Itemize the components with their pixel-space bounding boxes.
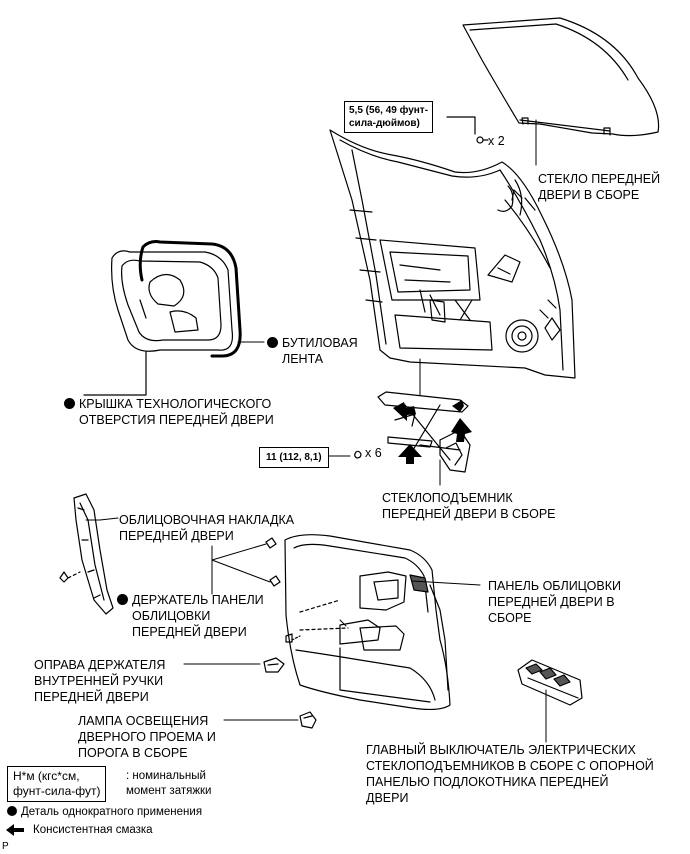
label-courtesy-lamp: ЛАМПА ОСВЕЩЕНИЯ ДВЕРНОГО ПРОЕМА И ПОРОГА… bbox=[78, 714, 216, 760]
single-use-dot-icon bbox=[7, 806, 17, 816]
label-door-glass: СТЕКЛО ПЕРЕДНЕЙ ДВЕРИ В СБОРЕ bbox=[538, 172, 661, 202]
legend-torque-desc: : номинальный момент затяжки bbox=[126, 770, 212, 797]
label-hole-cover: КРЫШКА ТЕХНОЛОГИЧЕСКОГО ОТВЕРСТИЯ ПЕРЕДН… bbox=[64, 396, 274, 428]
torque-box-glass: 5,5 (56, 49 фунт- сила-дюймов) bbox=[344, 101, 434, 133]
glass-bolt-drawing bbox=[446, 116, 489, 144]
hole-cover-drawing bbox=[83, 250, 234, 396]
master-switch-drawing bbox=[517, 659, 583, 743]
door-trim-panel-drawing bbox=[284, 534, 481, 711]
door-glass-drawing bbox=[462, 17, 660, 137]
regulator-bolt-qty: x 6 bbox=[365, 446, 382, 460]
legend-grease: Консистентная смазка bbox=[33, 824, 153, 836]
single-use-dot-icon bbox=[267, 337, 278, 348]
label-butyl-tape: БУТИЛОВАЯ ЛЕНТА bbox=[267, 335, 358, 367]
glass-bolt-qty: x 2 bbox=[488, 134, 505, 148]
label-window-regulator: СТЕКЛОПОДЪЕМНИК ПЕРЕДНЕЙ ДВЕРИ В СБОРЕ bbox=[382, 491, 556, 521]
single-use-dot-icon bbox=[64, 398, 75, 409]
window-regulator-drawing bbox=[322, 391, 471, 473]
grease-arrow-icon bbox=[6, 824, 24, 836]
label-trim-panel: ПАНЕЛЬ ОБЛИЦОВКИ ПЕРЕДНЕЙ ДВЕРИ В СБОРЕ bbox=[488, 579, 621, 625]
handle-bezel-drawing bbox=[183, 657, 285, 673]
door-frame-drawing bbox=[329, 129, 576, 379]
legend-single-use: Деталь однократного применения bbox=[7, 805, 202, 820]
legend-torque-units: Н*м (кгс*см, фунт-сила-фут) bbox=[7, 766, 107, 802]
label-trim-clip: ДЕРЖАТЕЛЬ ПАНЕЛИ ОБЛИЦОВКИ ПЕРЕДНЕЙ ДВЕР… bbox=[117, 592, 264, 640]
regulator-grease-arrows bbox=[393, 400, 472, 464]
door-garnish-drawing bbox=[59, 493, 119, 615]
label-master-switch: ГЛАВНЫЙ ВЫКЛЮЧАТЕЛЬ ЭЛЕКТРИЧЕСКИХ СТЕКЛО… bbox=[366, 743, 654, 805]
trim-clips-drawing bbox=[211, 537, 301, 643]
label-handle-bezel: ОПРАВА ДЕРЖАТЕЛЯ ВНУТРЕННЕЙ РУЧКИ ПЕРЕДН… bbox=[34, 658, 166, 704]
butyl-tape-drawing bbox=[138, 240, 242, 358]
torque-box-regulator: 11 (112, 8,1) bbox=[259, 447, 329, 468]
courtesy-lamp-drawing bbox=[223, 711, 317, 729]
single-use-dot-icon bbox=[117, 594, 128, 605]
legend-code: P bbox=[2, 841, 9, 852]
label-door-garnish: ОБЛИЦОВОЧНАЯ НАКЛАДКА ПЕРЕДНЕЙ ДВЕРИ bbox=[119, 513, 295, 543]
